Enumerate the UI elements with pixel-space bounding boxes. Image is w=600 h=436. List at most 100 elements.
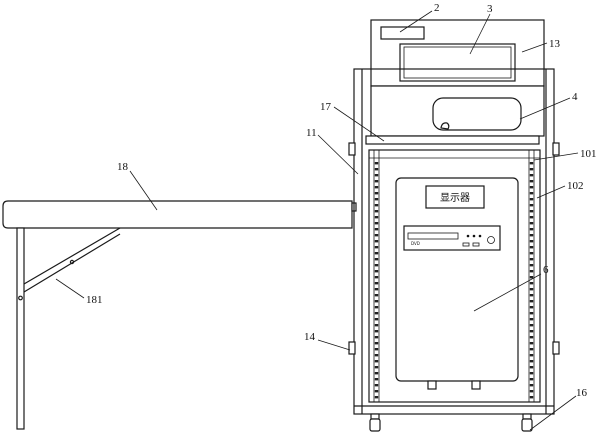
leader-18 [129,170,158,211]
keyboard-drawer [370,85,545,137]
handle-knob [440,122,450,130]
rail-hole [529,162,534,165]
callout-17: 17 [320,101,332,113]
handle-panel [432,97,522,131]
rail-hole [529,282,534,285]
rail-hole [374,390,379,393]
rail-hole [374,246,379,249]
rail-hole [374,360,379,363]
rail-hole [529,348,534,351]
cabinet: 显示器 DVD [348,19,560,432]
rail-hole [529,372,534,375]
wheel-mount-left [370,413,380,420]
rail-hole [529,264,534,267]
latch-right-top [552,142,560,156]
optical-drive-slot [407,232,459,240]
device-caster-left [427,380,437,390]
callout-14: 14 [304,331,316,343]
callout-2: 2 [434,2,440,14]
rail-hole [529,186,534,189]
rail-hole [374,204,379,207]
rail-hole [374,264,379,267]
table-brace-upper [23,227,121,285]
brace-pivot [69,259,75,265]
rail-hole [374,198,379,201]
leader-14 [317,339,351,351]
callout-6: 6 [543,264,549,276]
rail-hole [374,372,379,375]
leader-lines [55,10,579,431]
leader-11 [317,134,359,175]
rail-hole [529,366,534,369]
rail-hole [529,384,534,387]
rail-hole [374,234,379,237]
rail-hole [374,384,379,387]
rail-hole [529,210,534,213]
rail-hole [529,288,534,291]
rail-hole [529,240,534,243]
rail-hole [374,282,379,285]
power-button [487,236,495,244]
table-leg [16,227,25,430]
rail-hole [374,174,379,177]
rail-hole [529,336,534,339]
rail-hole [374,354,379,357]
rail-hole [374,222,379,225]
rail-hole [374,366,379,369]
rail-hole [529,174,534,177]
rail-hole [529,180,534,183]
leader-16 [529,395,577,431]
rail-hole [374,288,379,291]
rail-hole [374,162,379,165]
rail-hole [374,276,379,279]
rail-hole [529,222,534,225]
wheel-left [369,418,381,432]
rail-hole [374,180,379,183]
latch-right-bottom [552,341,560,355]
rail-hole [529,306,534,309]
callout-181: 181 [86,294,103,306]
rail-hole [529,390,534,393]
rail-hole [374,330,379,333]
callout-18: 18 [117,161,129,173]
indicator-light-1 [466,234,470,238]
rail-hole [374,258,379,261]
leader-101 [533,152,579,161]
callout-13: 13 [549,38,561,50]
screen-inner [403,46,512,79]
pull-shelf [365,135,540,145]
rail-hole [374,324,379,327]
rail-hole [529,378,534,381]
rail-hole [374,300,379,303]
rail-hole [374,192,379,195]
rail-hole [529,198,534,201]
callout-101: 101 [580,148,597,160]
rail-hole [529,168,534,171]
leader-102 [536,185,566,199]
usb-port-1 [462,242,470,247]
rail-hole [374,228,379,231]
wheel-mount-right [522,413,532,420]
rail-hole [529,354,534,357]
outer-frame [353,68,555,415]
latch-left-top [348,142,356,156]
rail-hole [529,294,534,297]
leg-pivot [18,295,23,301]
rail-hole [529,360,534,363]
rail-hole [374,294,379,297]
leader-17 [333,106,385,142]
leader-4 [519,97,571,120]
device-caster-right [471,380,481,390]
rail-hole [374,168,379,171]
rail-hole [529,234,534,237]
rail-hole [529,270,534,273]
rail-hole [529,276,534,279]
display-label: 显示器 [440,192,470,204]
rail-hole [529,300,534,303]
indicator-light-2 [472,234,476,238]
host-device [395,177,519,382]
rail-hole [529,258,534,261]
rail-hole [529,318,534,321]
table-top [2,200,353,229]
